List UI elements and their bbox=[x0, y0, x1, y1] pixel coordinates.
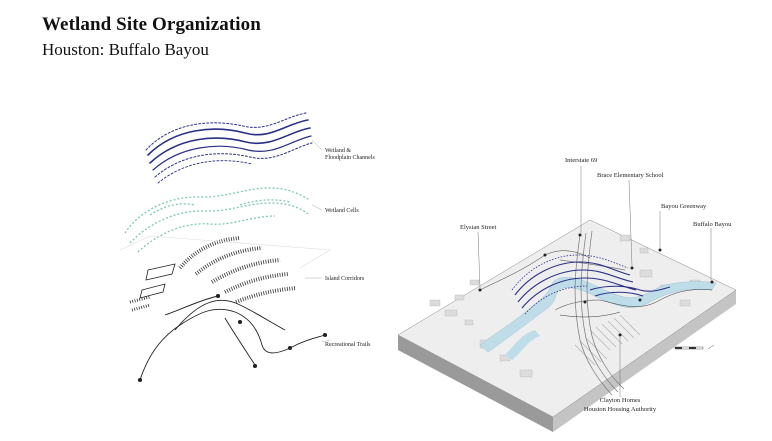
site-leaders bbox=[477, 166, 712, 397]
channels-label-1: Wetland & bbox=[325, 148, 351, 154]
trails-label: Recreational Trails bbox=[325, 342, 371, 348]
interstate-label: Interstate 69 bbox=[565, 157, 597, 164]
scale-bar bbox=[674, 344, 715, 350]
greenway-label: Bayou Greenway bbox=[661, 203, 707, 210]
clayton-label-2: Houston Housing Authority bbox=[584, 406, 657, 413]
school-label: Brace Elementary School bbox=[597, 172, 664, 179]
corridors-layer bbox=[119, 235, 331, 312]
bayou-label: Buffalo Bayou bbox=[693, 221, 732, 228]
channels-layer bbox=[145, 112, 313, 184]
page-subtitle: Houston: Buffalo Bayou bbox=[42, 40, 209, 59]
trails-layer bbox=[137, 293, 328, 383]
clayton-label-1: Clayton Homes bbox=[600, 397, 641, 404]
cells-label: Wetland Cells bbox=[325, 208, 359, 214]
page-title: Wetland Site Organization bbox=[42, 14, 261, 35]
cells-layer bbox=[124, 187, 311, 253]
bayou-water bbox=[479, 277, 717, 353]
site-model bbox=[397, 219, 737, 432]
corridors-label: Island Corridors bbox=[325, 276, 365, 282]
layer-leaders bbox=[305, 139, 331, 343]
elysian-label: Elysian Street bbox=[460, 224, 496, 231]
channels-label-2: Floodplain Channels bbox=[325, 155, 375, 161]
